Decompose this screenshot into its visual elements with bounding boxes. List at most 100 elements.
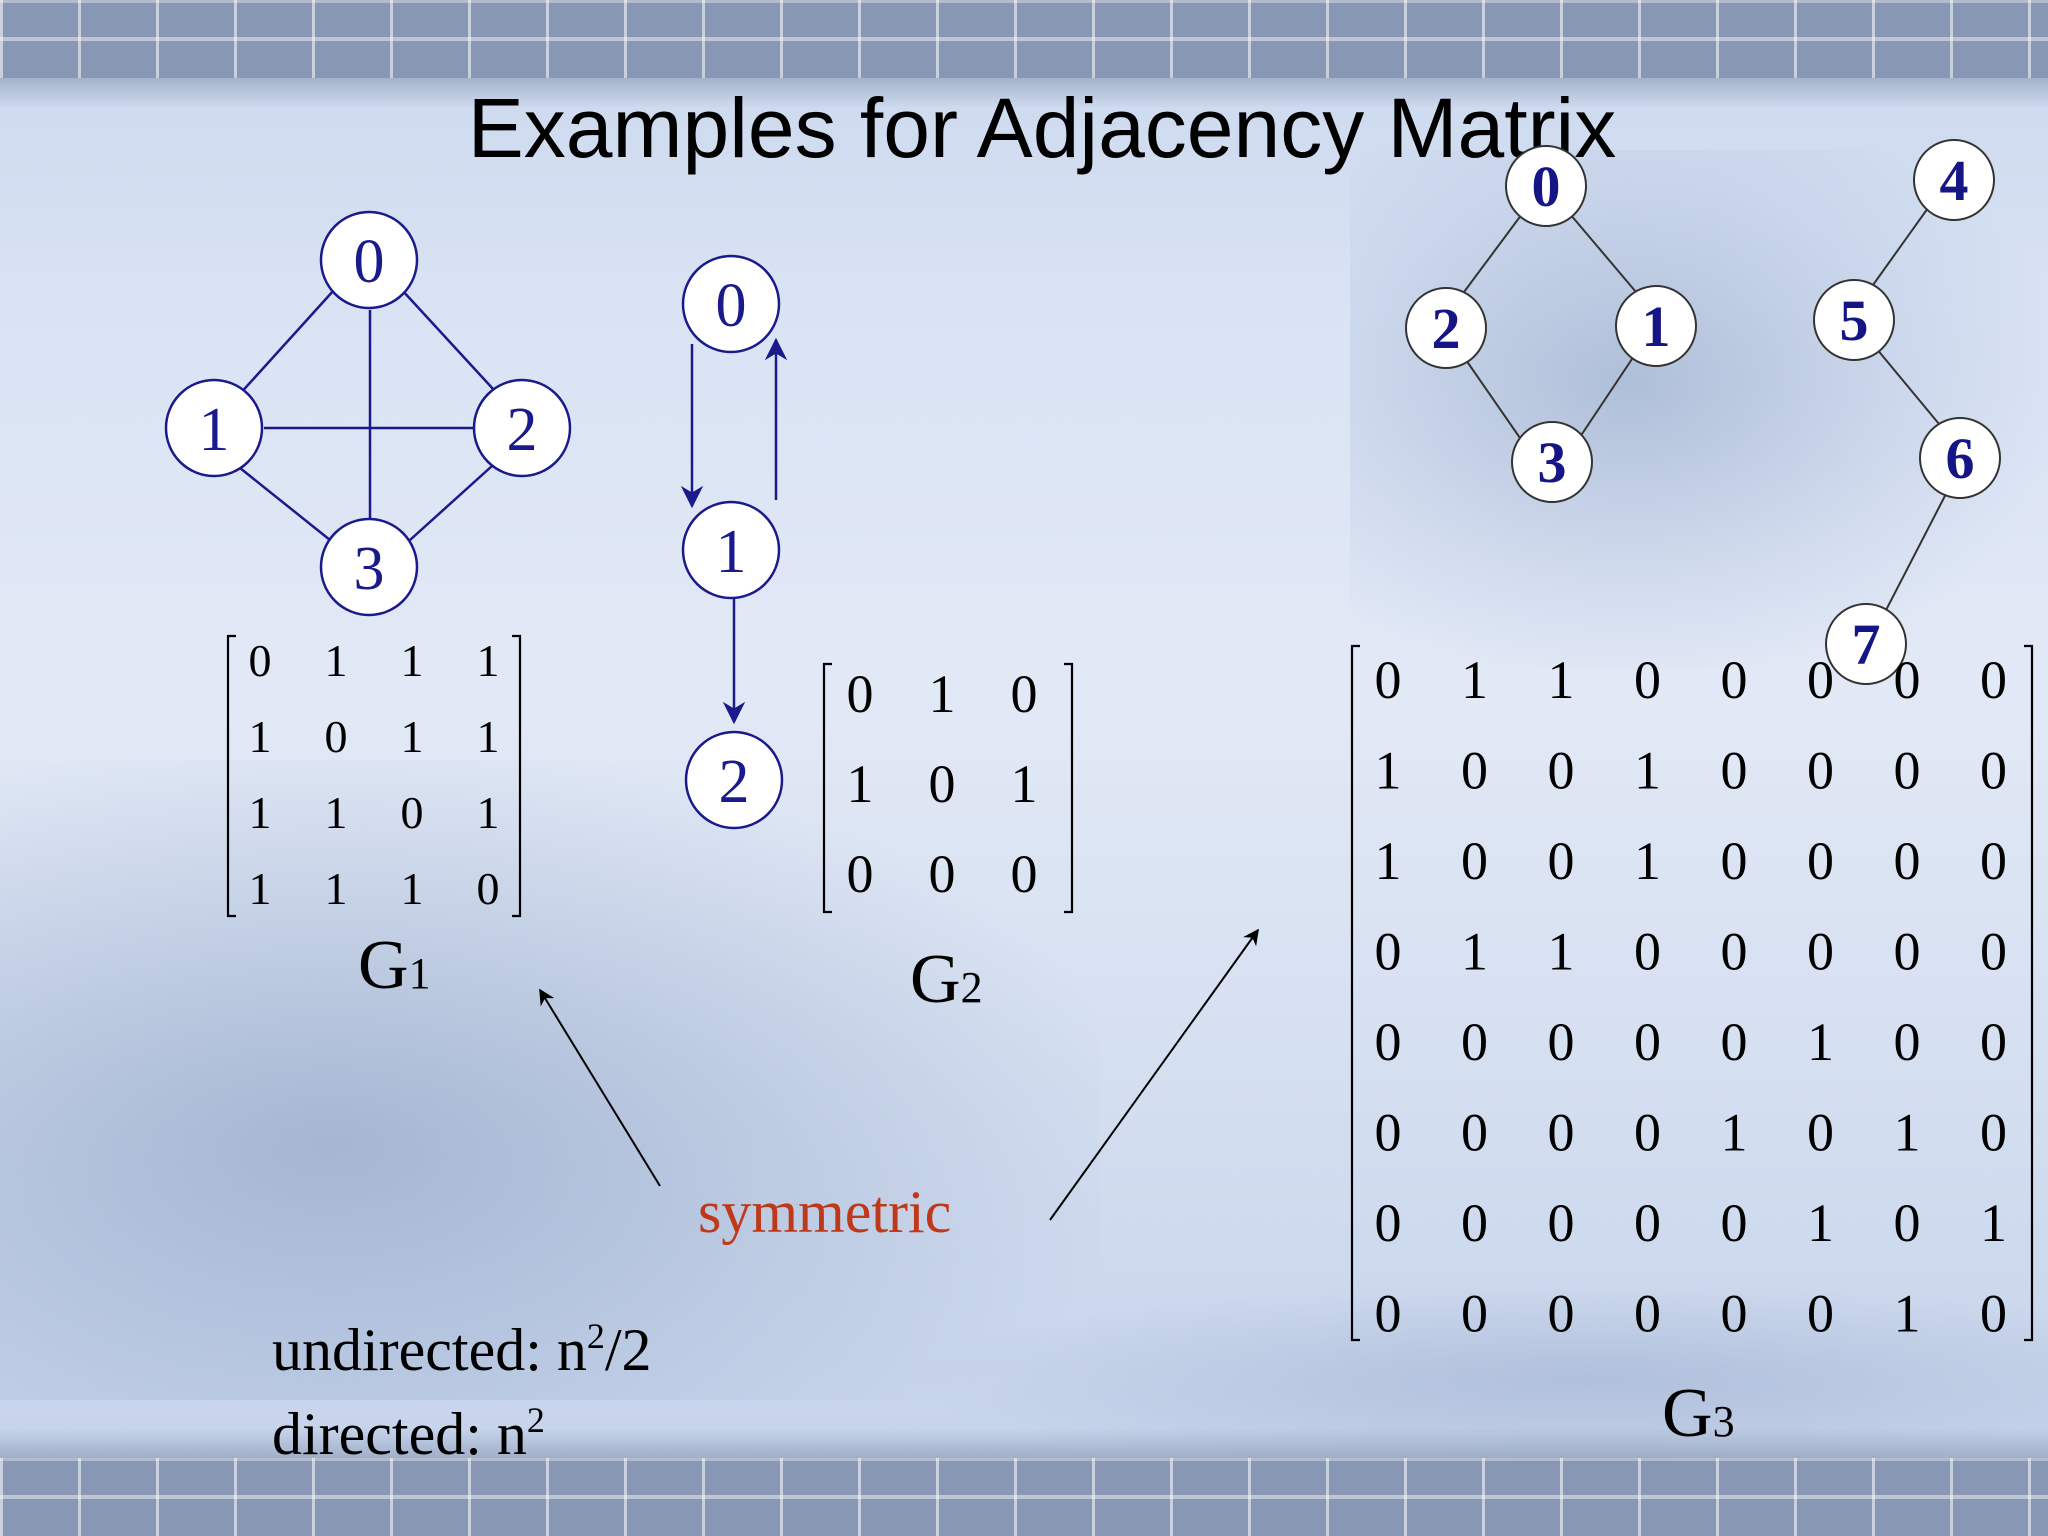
g1-node-3-label: 3 xyxy=(354,535,385,603)
g3-node-7-label: 7 xyxy=(1852,612,1881,677)
matrix-g3-cell-5-4: 1 xyxy=(1721,1103,1748,1163)
g3-edge-1-3 xyxy=(1577,355,1635,441)
matrix-g3-cell-5-5: 0 xyxy=(1807,1103,1834,1163)
matrix-g3-cell-0-4: 0 xyxy=(1721,650,1748,710)
matrix-g3-cell-7-0: 0 xyxy=(1375,1284,1402,1344)
bottom-border-fade xyxy=(0,1428,2048,1458)
g1-node-3: 3 xyxy=(319,517,419,617)
matrix-g3-cell-3-1: 1 xyxy=(1461,922,1488,982)
matrix-g1-cell-0-2: 1 xyxy=(401,635,424,686)
g3-label: G3 xyxy=(1662,1375,1735,1452)
matrix-g1-cell-2-1: 1 xyxy=(325,787,348,838)
g1-label: G1 xyxy=(358,927,431,1004)
graph-g3: 0 1 2 3 4 5 6 7 xyxy=(1405,139,2001,685)
g2-node-1-label: 1 xyxy=(716,518,747,586)
matrix-g1-cell-1-2: 1 xyxy=(401,711,424,762)
matrix-g2-cell-2-1: 0 xyxy=(929,844,956,904)
g3-node-6-label: 6 xyxy=(1946,426,1975,491)
g3-node-1: 1 xyxy=(1615,285,1697,367)
g3-node-3: 3 xyxy=(1511,421,1593,503)
g1-label-main: G xyxy=(358,927,409,1004)
g2-node-2: 2 xyxy=(684,730,784,830)
g1-node-2: 2 xyxy=(472,378,572,478)
matrix-g1-cell-2-2: 0 xyxy=(401,787,424,838)
matrix-g3-cell-4-4: 0 xyxy=(1721,1012,1748,1072)
g1-edge-0-2 xyxy=(401,289,495,391)
matrix-g3-cell-2-7: 0 xyxy=(1980,831,2007,891)
g3-node-6: 6 xyxy=(1919,417,2001,499)
top-border-fade xyxy=(0,78,2048,108)
matrix-g3-cell-1-5: 0 xyxy=(1807,741,1834,801)
directed-note-sup: 2 xyxy=(527,1400,545,1440)
g3-node-5: 5 xyxy=(1813,279,1895,361)
g3-edge-2-3 xyxy=(1465,359,1521,439)
matrix-g2-cell-0-1: 1 xyxy=(929,664,956,724)
matrix-g2-cell-1-1: 0 xyxy=(929,754,956,814)
matrix-g1-cell-1-0: 1 xyxy=(249,711,272,762)
matrix-g3-cell-7-2: 0 xyxy=(1548,1284,1575,1344)
matrix-g3-cell-5-0: 0 xyxy=(1375,1103,1402,1163)
matrix-g3-cell-4-2: 0 xyxy=(1548,1012,1575,1072)
matrix-g2-cell-0-2: 0 xyxy=(1011,664,1038,724)
matrix-g3-cell-3-5: 0 xyxy=(1807,922,1834,982)
g3-node-4: 4 xyxy=(1913,139,1995,221)
matrix-g1-cell-1-1: 0 xyxy=(325,711,348,762)
matrix-g3-cell-4-6: 0 xyxy=(1894,1012,1921,1072)
g1-label-sub: 1 xyxy=(409,949,431,998)
g1-node-2-label: 2 xyxy=(507,396,538,464)
matrix-g3-cell-1-6: 0 xyxy=(1894,741,1921,801)
matrix-g3-cell-4-3: 0 xyxy=(1634,1012,1661,1072)
matrix-g3-cell-7-3: 0 xyxy=(1634,1284,1661,1344)
matrix-g1-cell-3-1: 1 xyxy=(325,863,348,914)
matrix-g3-cell-1-4: 0 xyxy=(1721,741,1748,801)
matrix-g3-cell-7-7: 0 xyxy=(1980,1284,2007,1344)
directed-note-prefix: directed: n xyxy=(272,1401,527,1467)
matrix-g3-cell-0-7: 0 xyxy=(1980,650,2007,710)
matrix-g3-cell-6-5: 1 xyxy=(1807,1193,1834,1253)
matrix-g3-cell-5-6: 1 xyxy=(1894,1103,1921,1163)
arrow-to-g3-matrix xyxy=(1049,928,1259,1221)
g3-node-4-label: 4 xyxy=(1940,148,1969,213)
matrix-g3-cell-7-6: 1 xyxy=(1894,1284,1921,1344)
g2-label: G2 xyxy=(910,941,983,1018)
g3-node-5-label: 5 xyxy=(1840,288,1869,353)
directed-note: directed: n2 xyxy=(272,1400,545,1467)
matrix-g3-cell-4-7: 0 xyxy=(1980,1012,2007,1072)
matrix-g3-cell-1-3: 1 xyxy=(1634,741,1661,801)
matrix-g3-cell-0-2: 1 xyxy=(1548,650,1575,710)
graph-g1: 0 1 2 3 xyxy=(164,210,572,617)
g2-node-0: 0 xyxy=(681,254,781,354)
symmetric-label: symmetric xyxy=(698,1179,951,1245)
matrix-g1-right-bracket xyxy=(512,634,522,918)
g3-edge-5-6 xyxy=(1875,347,1945,431)
g3-edge-6-7 xyxy=(1883,489,1949,615)
matrix-g3-left-bracket xyxy=(1350,644,1360,1342)
matrix-g3-cell-6-6: 0 xyxy=(1894,1193,1921,1253)
matrix-g1-cell-2-0: 1 xyxy=(249,787,272,838)
matrix-g3-cell-0-6: 0 xyxy=(1894,650,1921,710)
matrix-g1-cell-3-2: 1 xyxy=(401,863,424,914)
g3-node-3-label: 3 xyxy=(1538,430,1567,495)
matrix-g3-cell-6-3: 0 xyxy=(1634,1193,1661,1253)
matrix-g3-cell-4-5: 1 xyxy=(1807,1012,1834,1072)
matrix-g3-cell-1-1: 0 xyxy=(1461,741,1488,801)
matrix-g1-left-bracket xyxy=(226,634,236,918)
matrix-g3-cell-3-0: 0 xyxy=(1375,922,1402,982)
g3-node-0-label: 0 xyxy=(1532,154,1561,219)
matrix-g3-cell-5-3: 0 xyxy=(1634,1103,1661,1163)
matrix-g1-cell-3-0: 1 xyxy=(249,863,272,914)
g1-node-0: 0 xyxy=(319,210,419,310)
g2-node-0-label: 0 xyxy=(716,272,747,340)
g3-edge-0-1 xyxy=(1569,213,1637,293)
matrix-g3-cell-2-3: 1 xyxy=(1634,831,1661,891)
undirected-note: undirected: n2/2 xyxy=(272,1316,652,1383)
matrix-g3-cell-1-2: 0 xyxy=(1548,741,1575,801)
g1-node-1: 1 xyxy=(164,378,264,478)
g2-label-sub: 2 xyxy=(961,963,983,1012)
g2-node-1: 1 xyxy=(681,500,781,600)
matrix-g3-cell-2-2: 0 xyxy=(1548,831,1575,891)
g1-edge-0-1 xyxy=(237,289,335,397)
matrix-g2-right-bracket xyxy=(1064,662,1074,914)
